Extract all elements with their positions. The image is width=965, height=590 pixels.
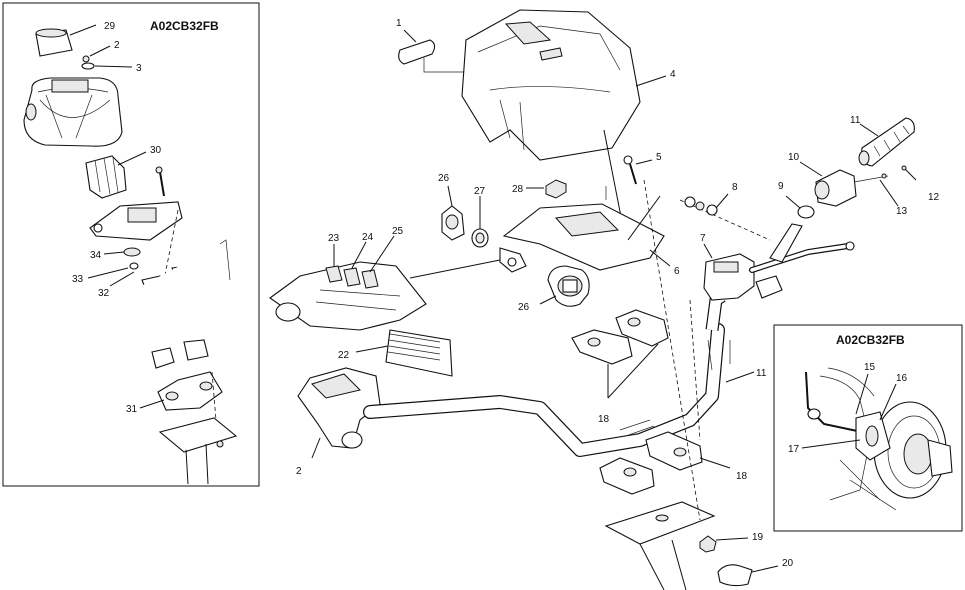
callout-8: 8 (732, 182, 738, 193)
main-diagram: 1 4 5 28 26 27 8 9 10 11 12 13 7 6 23 24… (269, 9, 940, 590)
inset-part-2-3 (81, 45, 133, 70)
callout-29: 29 (104, 21, 116, 32)
part-19 (699, 535, 749, 553)
callout-10: 10 (788, 152, 800, 163)
callout-6: 6 (674, 266, 680, 277)
callout-7: 7 (700, 233, 706, 244)
callout-23: 23 (328, 233, 340, 244)
callout-26-connector: 26 (518, 302, 530, 313)
switch-panel (269, 235, 501, 331)
left-inset-frame (2, 2, 260, 487)
callout-2-housing: 2 (296, 466, 302, 477)
part-26-switch (441, 185, 465, 241)
callout-26-top: 26 (438, 173, 450, 184)
callout-28: 28 (512, 184, 524, 195)
right-inset: A02CB32FB 15 16 17 (773, 324, 963, 532)
part-27 (471, 196, 489, 248)
callout-22: 22 (338, 350, 350, 361)
callout-31: 31 (126, 404, 138, 415)
callout-13: 13 (896, 206, 908, 217)
part-6 (499, 186, 671, 273)
base-plate (604, 179, 716, 590)
callout-18-top: 18 (598, 414, 610, 425)
callout-2: 2 (114, 40, 120, 51)
callout-34: 34 (90, 250, 102, 261)
callout-1: 1 (396, 18, 402, 29)
callout-20: 20 (782, 558, 794, 569)
inset-nuts (87, 247, 141, 279)
callout-27: 27 (474, 186, 486, 197)
part-4 (461, 9, 667, 233)
inset-part-29 (35, 24, 97, 57)
callout-33: 33 (72, 274, 84, 285)
callout-11-grip: 11 (850, 115, 861, 126)
callout-25: 25 (392, 226, 404, 237)
part-18-top (571, 309, 669, 399)
callout-32: 32 (98, 288, 110, 299)
callout-3: 3 (136, 63, 142, 74)
right-inset-frame (773, 324, 963, 532)
callout-5: 5 (656, 152, 662, 163)
callout-12: 12 (928, 192, 940, 203)
callout-11-bar: 11 (756, 368, 767, 379)
part-26-connector (539, 265, 590, 307)
callout-9: 9 (778, 181, 784, 192)
inset-part-31 (139, 371, 223, 411)
callout-24: 24 (362, 232, 374, 243)
inset-pod (23, 77, 123, 147)
callout-19: 19 (752, 532, 764, 543)
callout-16: 16 (896, 373, 908, 384)
inset-base (158, 371, 238, 485)
left-inset: A02CB32FB (2, 2, 260, 487)
handlebar (363, 290, 755, 457)
part-28 (526, 179, 567, 199)
right-inset-brake (801, 367, 953, 511)
inset-handlebar (82, 239, 231, 334)
part-7 (703, 241, 855, 301)
part-8 (679, 193, 771, 241)
part-22 (355, 329, 453, 377)
callout-30: 30 (150, 145, 162, 156)
part-18-bottom (599, 431, 731, 495)
inset-clamps-bottom (151, 339, 209, 369)
part-20 (717, 564, 779, 587)
right-inset-code: A02CB32FB (836, 333, 905, 347)
part-5 (623, 155, 653, 185)
left-inset-code: A02CB32FB (150, 19, 219, 33)
callout-17: 17 (788, 444, 800, 455)
callout-4: 4 (670, 69, 676, 80)
callout-15: 15 (864, 362, 876, 373)
throttle-assembly (769, 117, 917, 263)
inset-bolt (155, 166, 165, 197)
callout-18-bottom: 18 (736, 471, 748, 482)
inset-part-30 (85, 151, 147, 199)
inset-bracket (89, 201, 183, 301)
